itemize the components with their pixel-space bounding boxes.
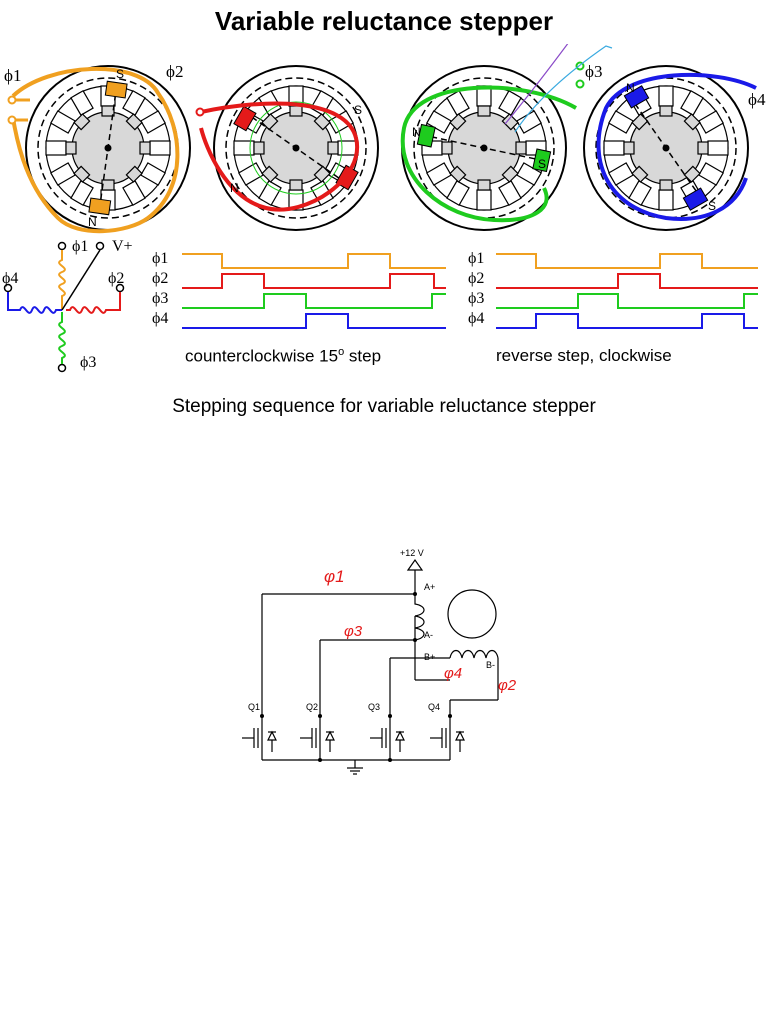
schematic-phase2-label: ϕ2	[108, 270, 125, 287]
ccw-caption: counterclockwise 15o step	[185, 346, 381, 367]
north-pole-label: N	[88, 215, 97, 229]
south-pole-label: S	[708, 199, 716, 213]
north-pole-label: N	[412, 125, 421, 139]
north-pole-label: N	[230, 181, 239, 195]
phase4-label: ϕ4	[748, 90, 766, 109]
phase2-label: ϕ2	[166, 62, 184, 81]
ccw-caption-degree: o	[338, 346, 345, 358]
wave-ccw-phase1-label: ϕ1	[152, 250, 169, 267]
ccw-caption-main: counterclockwise 15	[185, 346, 339, 366]
wave-cw-phase2-label: ϕ2	[468, 270, 485, 287]
north-pole-label: N	[626, 81, 635, 95]
phase1-label: ϕ1	[4, 66, 22, 85]
wave-cw-phase1-label: ϕ1	[468, 250, 485, 267]
schematic-phase1-label: ϕ1	[72, 238, 89, 255]
schematic-phase4-label: ϕ4	[2, 270, 19, 287]
wave-cw-phase4-label: ϕ4	[468, 310, 485, 327]
waveform-cw: ϕ1 ϕ2 ϕ3 ϕ4	[466, 244, 762, 340]
motor-phase1	[11, 65, 191, 234]
winding-schematic	[0, 238, 140, 378]
handwritten-phi2: φ2	[498, 677, 517, 694]
wave-ccw-phase2-label: ϕ2	[152, 270, 169, 287]
schematic-vplus-label: V+	[112, 238, 133, 255]
terminal-a-minus: A-	[424, 630, 433, 640]
transistor-q3: Q3	[368, 702, 380, 712]
terminal-b-minus: B-	[486, 660, 495, 670]
south-pole-label: S	[538, 157, 546, 171]
motor-diagrams: S N S N N S	[0, 37, 768, 234]
page-title: Variable reluctance stepper	[214, 6, 554, 36]
wave-ccw-phase3-label: ϕ3	[152, 290, 169, 307]
terminal-b-plus: B+	[424, 652, 435, 662]
supply-label: +12 V	[400, 548, 424, 558]
motor-phase3	[400, 65, 577, 231]
south-pole-label: S	[116, 67, 124, 81]
handwritten-phi4: φ4	[444, 665, 462, 682]
wave-ccw-phase4-label: ϕ4	[152, 310, 169, 327]
phase3-label: ϕ3	[585, 62, 603, 81]
transistor-q4: Q4	[428, 702, 440, 712]
transistor-q1: Q1	[248, 702, 260, 712]
wave-cw-phase3-label: ϕ3	[468, 290, 485, 307]
motor-phase4	[583, 65, 757, 231]
handwritten-phi1: φ1	[324, 567, 345, 586]
sequence-caption: Stepping sequence for variable reluctanc…	[172, 396, 596, 417]
transistor-q2: Q2	[306, 702, 318, 712]
terminal-a-plus: A+	[424, 582, 435, 592]
ccw-caption-tail: step	[344, 346, 382, 366]
cw-caption: reverse step, clockwise	[496, 346, 672, 365]
handwritten-phi3: φ3	[344, 623, 363, 640]
waveform-ccw: ϕ1 ϕ2 ϕ3 ϕ4	[150, 244, 450, 340]
schematic-phase3-label: ϕ3	[80, 354, 97, 371]
driver-circuit: +12 V A+ A- B+ B- Q1 Q2 Q3 Q4 φ1 φ3 φ4 φ…	[240, 540, 530, 780]
south-pole-label: S	[354, 103, 362, 117]
motor-phase2	[199, 65, 379, 231]
